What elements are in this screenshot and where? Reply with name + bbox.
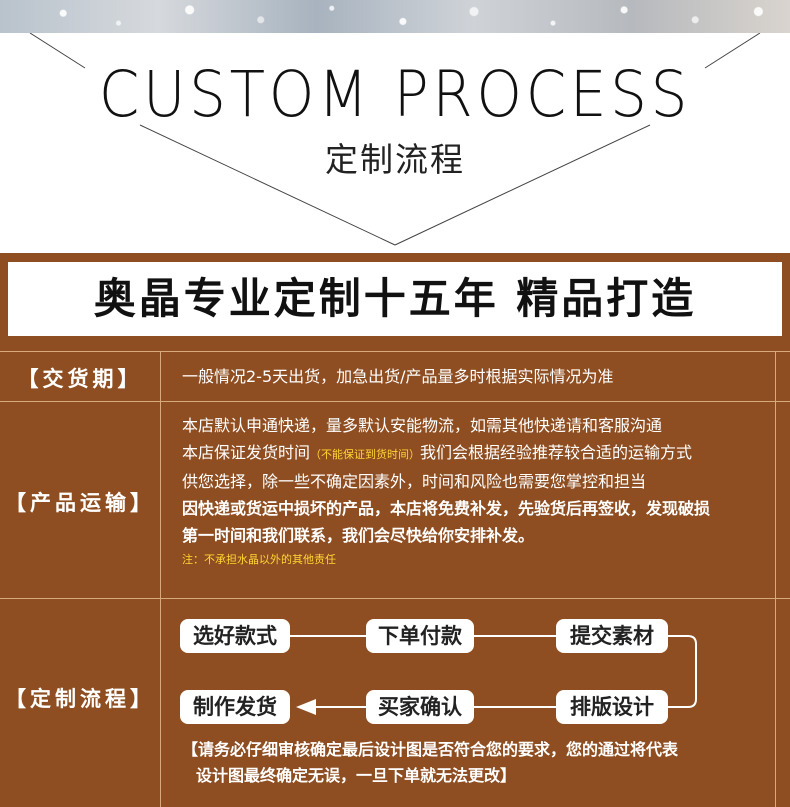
divider-shipping xyxy=(0,598,790,599)
shipping-note: 注：不承担水晶以外的其他责任 xyxy=(182,553,336,566)
delivery-content: 一般情况2-5天出货，加急出货/产品量多时根据实际情况为准 xyxy=(182,363,614,390)
step-submit-materials: 提交素材 xyxy=(556,619,668,653)
header-title: CUSTOM PROCESS xyxy=(98,58,692,131)
divider-left-column xyxy=(160,351,161,807)
decorative-sparkle-band xyxy=(0,0,790,33)
shipping-label: 【产品运输】 xyxy=(5,491,155,515)
shipping-line-2-note: （不能保证到货时间） xyxy=(310,448,421,461)
shipping-line-2-start: 本店保证发货时间 xyxy=(182,443,311,462)
delivery-text: 一般情况2-5天出货，加急出货/产品量多时根据实际情况为准 xyxy=(182,367,614,386)
shipping-line-2: 本店保证发货时间（不能保证到货时间）我们会根据经验推荐较合适的运输方式 xyxy=(182,439,710,468)
shipping-content: 本店默认申通快递，量多默认安能物流，如需其他快递请和客服沟通 本店保证发货时间（… xyxy=(182,412,710,571)
shipping-line-2-end: 我们会根据经验推荐较合适的运输方式 xyxy=(420,443,693,462)
step-produce-ship: 制作发货 xyxy=(180,690,290,724)
step-choose-style: 选好款式 xyxy=(180,619,290,653)
process-instruction-line-2: 设计图最终确定无误，一旦下单就无法更改】 xyxy=(196,766,517,785)
divider-right-edge xyxy=(775,351,776,807)
shipping-line-4: 因快递或货运中损坏的产品，本店将免费补发，先验货后再签收，发现破损 xyxy=(182,499,711,518)
step-buyer-confirm: 买家确认 xyxy=(366,690,474,724)
banner-title: 奥晶专业定制十五年 精品打造 xyxy=(8,262,782,336)
step-order-payment: 下单付款 xyxy=(366,619,474,653)
process-label: 【定制流程】 xyxy=(5,687,155,711)
shipping-line-5: 第一时间和我们联系，我们会尽快给你安排补发。 xyxy=(182,526,535,545)
arrow-left-icon xyxy=(296,699,316,715)
divider-top xyxy=(0,351,790,352)
shipping-line-1: 本店默认申通快递，量多默认安能物流，如需其他快递请和客服沟通 xyxy=(182,416,663,435)
divider-delivery xyxy=(0,401,790,402)
shipping-line-3: 供您选择，除一些不确定因素外，时间和风险也需要您掌控和担当 xyxy=(182,472,647,491)
header-subtitle: 定制流程 xyxy=(325,140,465,179)
step-layout-design: 排版设计 xyxy=(556,690,668,724)
process-instruction-line-1: 【请务必仔细审核确定最后设计图是否符合您的要求，您的通过将代表 xyxy=(182,740,679,759)
header-chevron-lines xyxy=(29,33,761,246)
delivery-label: 【交货期】 xyxy=(17,367,143,391)
